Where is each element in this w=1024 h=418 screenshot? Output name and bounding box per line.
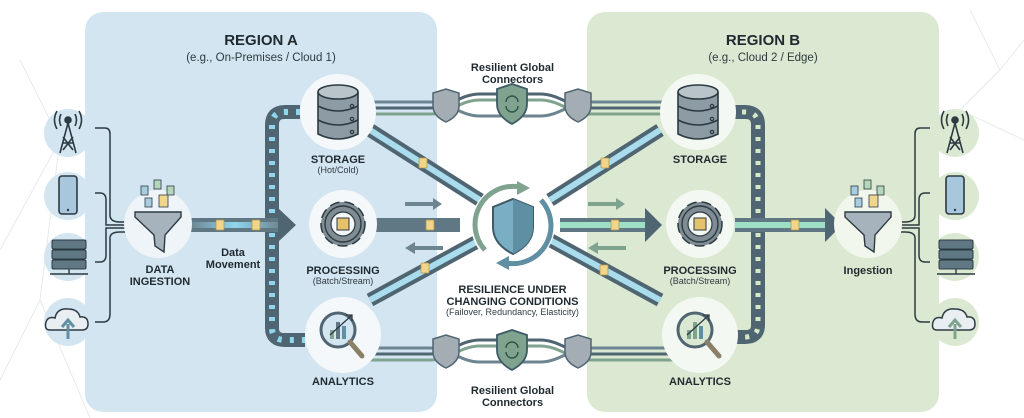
resilience-title-line2: CHANGING CONDITIONS [446,296,579,309]
bottom-connectors-label-line1: Resilient Global [470,385,555,397]
left-server-source[interactable] [44,233,92,281]
bottom-connector-shields [432,329,592,372]
funnel-icon [844,211,892,254]
left-processing-label: PROCESSING (Batch/Stream) [293,265,393,287]
right-storage-label: STORAGE [672,154,728,166]
shield-refresh-icon [496,83,528,126]
top-connectors-label: Resilient Global Connectors [440,62,585,86]
cell-tower-icon [53,110,83,154]
right-cell-tower-source[interactable] [931,109,979,157]
database-icon [317,84,359,140]
right-ingestion-node[interactable] [834,179,902,258]
left-processing-subtitle: (Batch/Stream) [312,276,374,287]
region-b-title: REGION B [725,32,801,49]
left-storage-node[interactable] [300,74,376,150]
right-analytics-label: ANALYTICS [669,376,731,388]
left-ingestion-line2: INGESTION [129,276,191,289]
funnel-icon [134,211,182,254]
resilience-title-line1: RESILIENCE UNDER [458,284,567,296]
diagonal-pipes [366,124,664,307]
database-icon [677,84,719,140]
right-source-links [898,127,930,323]
data-movement-line1: Data [221,247,245,259]
top-connectors-label-line2: Connectors [481,74,544,87]
left-analytics-label: ANALYTICS [312,376,374,388]
center-to-right-flow [560,208,662,242]
right-analytics-node[interactable] [662,297,738,373]
bidirectional-arrows-right [588,198,626,254]
file-icons [140,179,175,208]
top-connector-shields [432,83,592,126]
bottom-connectors-label-line2: Connectors [481,397,544,410]
gear-chip-icon [677,201,723,247]
gear-chip-icon [320,201,366,247]
left-storage-subtitle: (Hot/Cold) [317,165,359,176]
bottom-connectors-label: Resilient Global Connectors [440,385,585,409]
smartphone-icon [58,175,78,215]
right-cloud-upload-source[interactable] [931,298,979,346]
left-data-movement-flow [190,208,296,242]
left-processing-title: PROCESSING [306,265,380,277]
cell-tower-icon [940,110,970,154]
right-processing-title: PROCESSING [663,265,737,277]
left-data-ingestion-node[interactable] [124,179,192,258]
resilience-label: RESILIENCE UNDER CHANGING CONDITIONS (Fa… [420,284,605,318]
shield-icon [432,88,460,123]
region-b-subtitle: (e.g., Cloud 2 / Edge) [708,52,818,64]
cycle-arrow-icon [472,183,521,252]
magnifier-chart-icon [676,311,722,359]
cloud-upload-icon [44,308,89,339]
right-processing-node[interactable] [666,190,734,258]
server-rack-icon [50,239,88,275]
region-a-subtitle: (e.g., On-Premises / Cloud 1) [186,52,336,64]
shield-icon [564,334,592,369]
right-processing-label: PROCESSING (Batch/Stream) [648,265,752,287]
file-icons [850,179,885,208]
left-analytics-node[interactable] [305,297,381,373]
shield-icon [432,334,460,369]
shield-refresh-icon [496,329,528,372]
top-connectors-label-line1: Resilient Global [470,62,555,74]
left-source-links [95,127,128,323]
right-ingestion-label: Ingestion [843,265,893,277]
magnifier-chart-icon [319,311,365,359]
left-ingestion-label: DATA INGESTION [115,264,205,288]
resilience-subtitle: (Failover, Redundancy, Elasticity) [446,307,579,318]
left-to-center-flow [350,218,460,232]
cloud-upload-icon [931,308,976,339]
left-ingestion-line1: DATA [145,264,175,276]
smartphone-icon [945,175,965,215]
shield-icon [564,88,592,123]
right-server-source[interactable] [931,233,979,281]
bidirectional-arrows-left [405,198,443,254]
right-processing-subtitle: (Batch/Stream) [669,276,731,287]
data-movement-line2: Movement [205,259,261,272]
left-cell-tower-source[interactable] [44,109,92,157]
left-processing-node[interactable] [309,190,377,258]
region-a-title: REGION A [224,32,298,49]
right-smartphone-source[interactable] [931,172,979,220]
left-cloud-upload-source[interactable] [44,298,92,346]
data-movement-label: Data Movement [193,247,273,271]
left-storage-title: STORAGE [310,154,366,166]
left-smartphone-source[interactable] [44,172,92,220]
right-processing-to-ingestion-flow [735,208,842,242]
left-storage-label: STORAGE (Hot/Cold) [293,154,383,176]
right-storage-node[interactable] [660,74,736,150]
server-rack-icon [937,239,975,275]
resilience-hub[interactable] [471,181,555,270]
cycle-arrow-icon [505,198,554,267]
